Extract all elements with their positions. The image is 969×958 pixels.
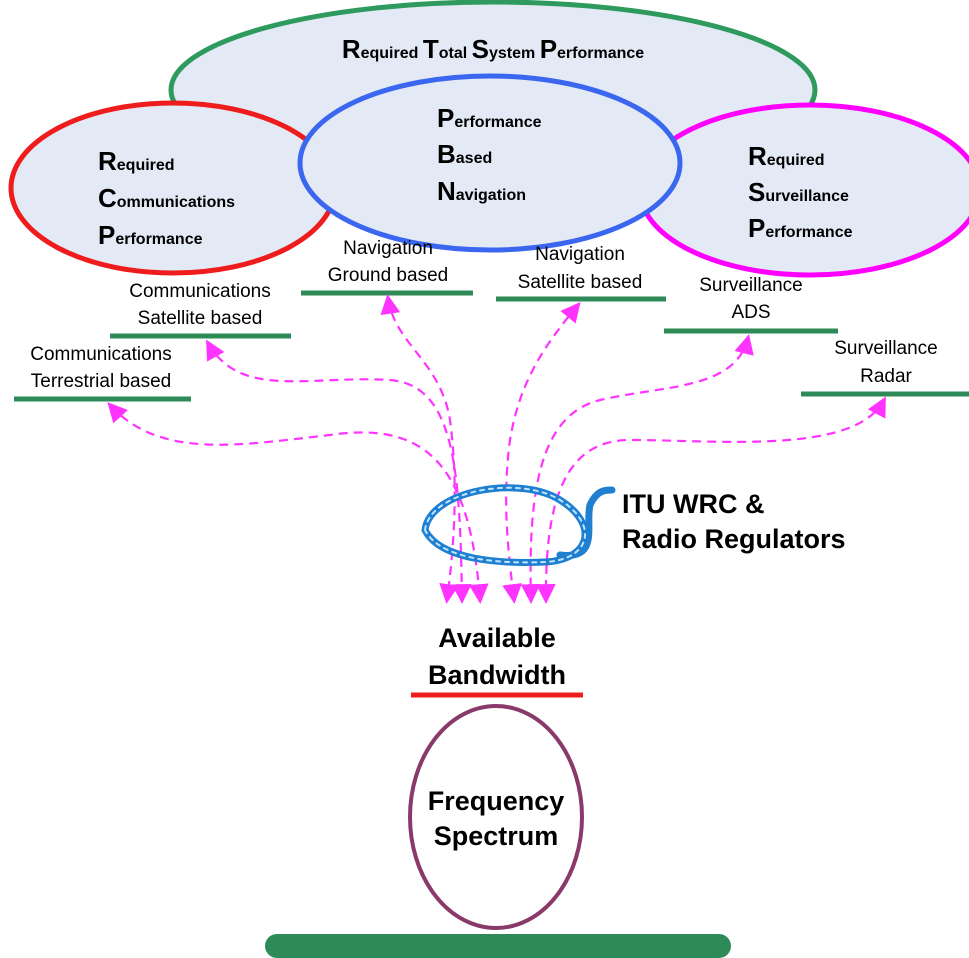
arrow-surv-radar <box>535 396 886 604</box>
spectrum-line-2: Spectrum <box>434 821 559 851</box>
rsp-line-1: Required <box>748 141 825 171</box>
surv-ads-line-2: ADS <box>731 302 770 323</box>
nav-sat-line-2: Satellite based <box>518 272 643 293</box>
bandwidth-line-1: Available <box>438 623 556 653</box>
surv-radar-line-1: Surveillance <box>834 338 938 359</box>
pbn-ellipse <box>297 73 683 253</box>
surv-ads-line-1: Surveillance <box>699 275 803 296</box>
base-bar <box>265 934 731 958</box>
rtsp-title: Required Total System Performance <box>342 34 644 64</box>
pbn-line-1: Performance <box>437 103 542 133</box>
system-surv-radar: Surveillance Radar <box>801 338 969 397</box>
system-nav-satellite: Navigation Satellite based <box>496 244 666 302</box>
system-surv-ads: Surveillance ADS <box>664 275 838 334</box>
nav-sat-line-1: Navigation <box>535 244 625 265</box>
arrow-comm-satellite <box>206 339 472 604</box>
nav-ground-line-1: Navigation <box>343 238 433 259</box>
bandwidth-line-2: Bandwidth <box>428 660 566 690</box>
rcp-line-3: Performance <box>98 220 203 250</box>
rope-icon <box>421 484 616 566</box>
system-comm-satellite: Communications Satellite based <box>110 281 291 339</box>
arrow-comm-terrestrial <box>107 402 489 604</box>
comm-terr-line-2: Terrestrial based <box>31 371 171 392</box>
nav-ground-line-2: Ground based <box>328 265 448 286</box>
surv-radar-line-2: Radar <box>860 366 912 387</box>
rsp-line-2: Surveillance <box>748 177 849 207</box>
system-comm-terrestrial: Communications Terrestrial based <box>14 344 191 402</box>
pbn-line-2: Based <box>437 139 492 169</box>
comm-sat-line-1: Communications <box>129 281 271 302</box>
spectrum-line-1: Frequency <box>428 786 565 816</box>
spectrum-ellipse <box>408 704 584 930</box>
arrow-bundle <box>107 294 886 604</box>
rsp-line-3: Performance <box>748 213 853 243</box>
arrow-nav-ground <box>380 294 459 604</box>
pbn-line-3: Navigation <box>437 176 526 206</box>
rcp-line-2: Communications <box>98 183 235 213</box>
regulators-line-2: Radio Regulators <box>622 524 846 554</box>
rcp-line-1: Required <box>98 146 175 176</box>
system-nav-ground: Navigation Ground based <box>301 238 473 296</box>
comm-terr-line-1: Communications <box>30 344 172 365</box>
regulators-line-1: ITU WRC & <box>622 489 764 519</box>
comm-sat-line-2: Satellite based <box>138 308 263 329</box>
